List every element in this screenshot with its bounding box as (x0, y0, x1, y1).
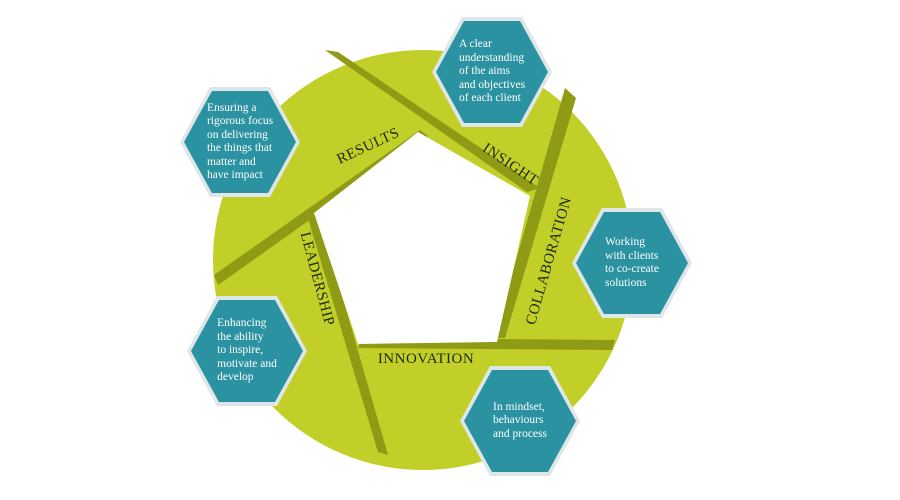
callout-insight-text: A clear understanding of the aims and ob… (458, 38, 526, 105)
callout-innovation: In mindset, behaviours and process (460, 366, 580, 476)
callout-results: Ensuring a rigorous focus on delivering … (180, 87, 300, 197)
divider-innovation-leadership (306, 212, 388, 455)
callout-collaboration-text: Working with clients to co-create soluti… (605, 236, 659, 289)
callout-insight: A clear understanding of the aims and ob… (432, 17, 552, 127)
callout-innovation-text: In mindset, behaviours and process (493, 400, 547, 440)
center-pentagon (314, 132, 530, 344)
divider-insight-collaboration (494, 88, 576, 338)
callout-leadership: Enhancing the ability to inspire, motiva… (187, 296, 307, 406)
segment-label-innovation: INNOVATION (378, 351, 474, 367)
callout-leadership-text: Enhancing the ability to inspire, motiva… (217, 317, 277, 384)
divider-results-insight (325, 50, 540, 192)
callout-results-text: Ensuring a rigorous focus on delivering … (206, 101, 274, 182)
